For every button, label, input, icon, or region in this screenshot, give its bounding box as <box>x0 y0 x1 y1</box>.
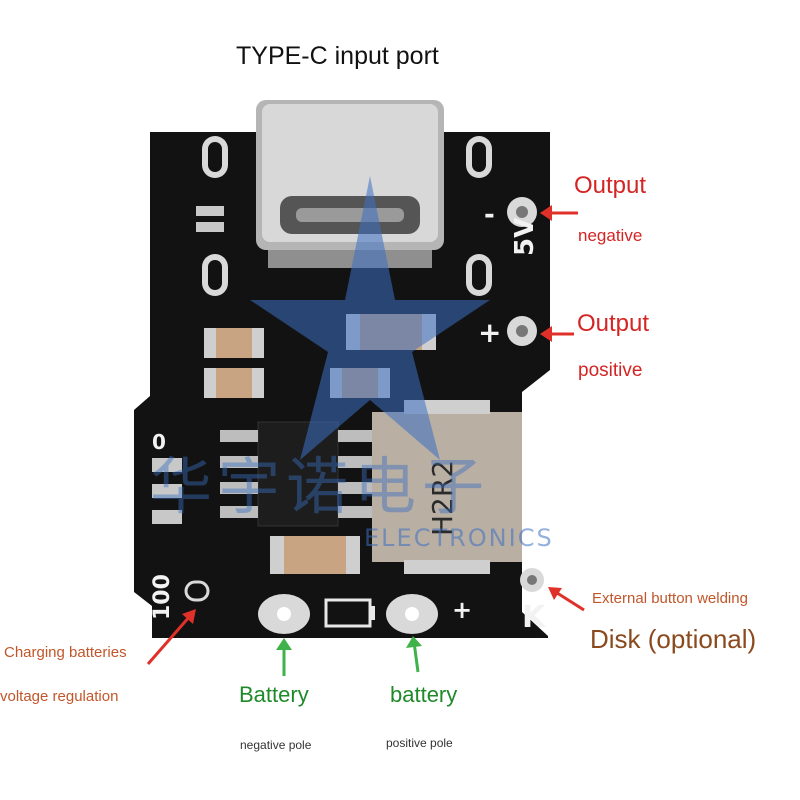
silk-0: 0 <box>152 430 166 454</box>
label-output-negative-1: Output <box>574 172 647 199</box>
watermark-en: ELECTRONICS <box>364 524 554 552</box>
label-battery-negative-2: negative pole <box>240 738 312 752</box>
arrow-charging <box>146 609 196 665</box>
label-disk-optional: Disk (optional) <box>590 624 757 654</box>
arrow-external-button <box>548 587 585 612</box>
arrow-output-positive <box>540 326 574 342</box>
arrow-battery-positive <box>406 636 422 673</box>
label-charging-2: voltage regulation <box>0 688 119 705</box>
capacitor <box>270 536 360 574</box>
label-external-button: External button welding <box>592 590 748 607</box>
silk-minus: - <box>484 200 495 230</box>
arrow-battery-negative <box>276 638 292 676</box>
watermark-star <box>250 176 490 460</box>
silk-5v: 5V <box>510 217 540 256</box>
silk-100: 100 <box>150 574 175 620</box>
label-charging-1: Charging batteries <box>4 644 127 661</box>
ic-chip <box>220 421 376 527</box>
label-battery-positive-1: battery <box>390 682 458 707</box>
label-battery-negative-1: Battery <box>239 682 309 707</box>
silk-plus: + <box>478 316 502 349</box>
label-output-positive-2: positive <box>578 360 643 381</box>
label-output-negative-2: negative <box>578 226 643 245</box>
watermark-cn: 华宇诺电子 <box>150 450 491 523</box>
arrow-output-negative <box>540 205 578 221</box>
silk-k: K <box>522 600 546 635</box>
label-output-positive-1: Output <box>577 310 650 337</box>
silk-plus-battery: + <box>452 596 473 624</box>
title-type-c-input-port: TYPE-C input port <box>236 42 439 70</box>
type-c-connector <box>256 100 444 268</box>
label-battery-positive-2: positive pole <box>386 736 453 750</box>
